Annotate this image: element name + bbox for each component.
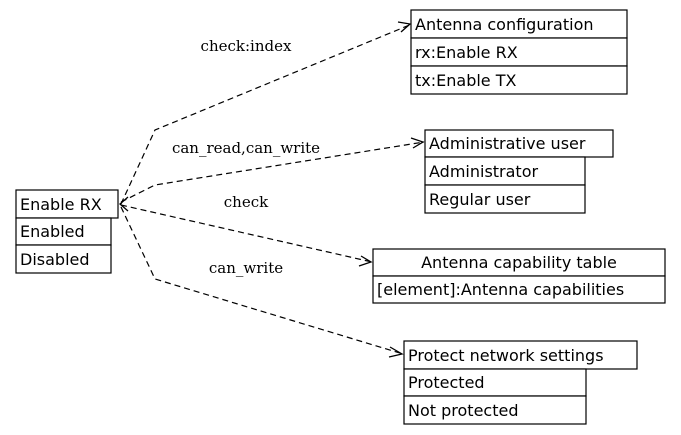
edge-label: can_write [209,259,283,277]
node-row: Enabled [20,222,85,241]
arrowhead [410,137,425,149]
node-row: Disabled [20,250,90,269]
node-header-box [372,248,666,277]
node-row: Not protected [408,401,518,420]
node-title: Administrative user [429,134,586,153]
arrowhead [397,21,412,33]
edge-line [120,141,425,203]
node-row: Protected [408,373,485,392]
arrowhead [388,346,404,358]
node-row-box [410,65,628,95]
edge-antenna-capability-table: check [120,193,373,267]
node-row-box [403,395,587,425]
node-row-box [372,275,666,304]
edge-label: can_read,can_write [172,139,320,157]
node-antenna-capability-table: Antenna capability table [element]:Anten… [372,248,666,304]
node-title: Antenna configuration [415,15,594,34]
node-row: [element]:Antenna capabilities [377,280,624,299]
node-row-box [424,184,586,214]
node-protect-network-settings: Protect network settings Protected Not p… [403,340,638,425]
source-arrowhead [119,196,129,212]
node-row: tx:Enable TX [415,71,516,90]
node-title: Antenna capability table [421,253,617,272]
node-title: Enable RX [20,195,102,214]
node-row: Regular user [429,190,531,209]
edge-line [120,204,373,263]
node-row: Administrator [429,162,538,181]
node-header-box [424,129,614,158]
node-antenna-configuration: Antenna configuration rx:Enable RX tx:En… [410,9,628,95]
node-administrative-user: Administrative user Administrator Regula… [424,129,614,214]
edge-protect-network-settings: can_write [120,206,404,358]
edge-administrative-user: can_read,can_write [120,137,425,203]
edge-antenna-configuration: check:index [120,21,413,205]
node-row-box [403,368,587,397]
node-row: rx:Enable RX [415,43,518,62]
edge-label: check [224,193,269,211]
node-row-box [410,37,628,67]
node-row-box [15,244,112,274]
arrowhead [358,255,373,267]
edge-line [120,23,413,205]
node-enable-rx: Enable RX Enabled Disabled [15,189,119,274]
edge-line [120,206,404,355]
node-title: Protect network settings [408,346,604,365]
node-row-box [424,156,586,186]
edge-label: check:index [201,37,292,55]
node-row-box [15,217,112,246]
